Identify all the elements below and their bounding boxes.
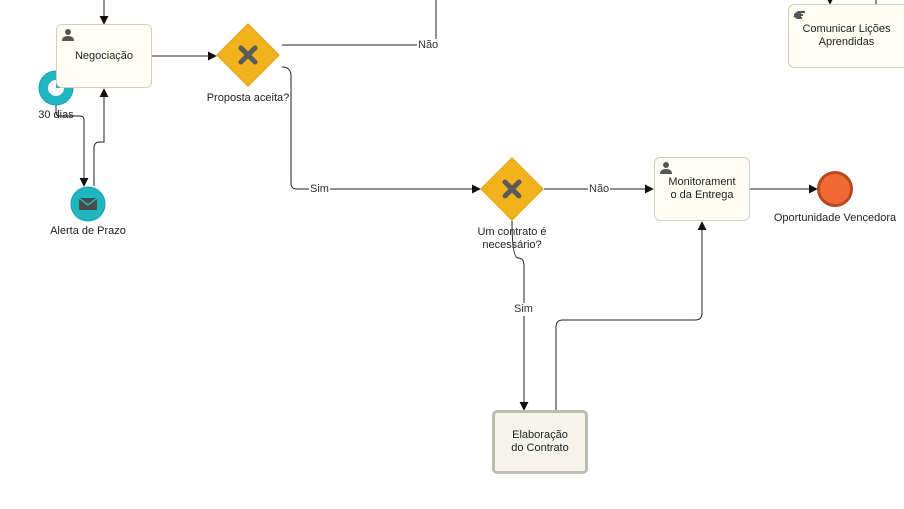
- user-icon: [62, 29, 74, 41]
- gateway-contrato-necessario[interactable]: [480, 157, 544, 221]
- task-monitoramento-line1: Monitorament: [668, 176, 736, 188]
- flow-label-sim-mid: Sim: [309, 183, 330, 196]
- task-negociacao[interactable]: Negociação: [56, 24, 152, 88]
- timer-event-label: 30 dias: [38, 109, 74, 121]
- envelope-icon: [78, 197, 98, 210]
- task-comunicar-licoes[interactable]: Comunicar Lições Aprendidas: [788, 4, 904, 68]
- exclusive-x-icon: [502, 179, 522, 199]
- flow-timer-to-alerta[interactable]: [55, 105, 89, 187]
- task-monitoramento-entrega[interactable]: Monitorament o da Entrega: [654, 157, 750, 221]
- flow-proposta-nao[interactable]: [282, 0, 437, 46]
- end-event-label: Oportunidade Vencedora: [773, 212, 897, 224]
- task-negociacao-label: Negociação: [74, 49, 134, 62]
- task-monitoramento-line2: o da Entrega: [670, 189, 734, 201]
- flow-alerta-to-negociacao[interactable]: [93, 88, 109, 186]
- flow-proposta-sim[interactable]: [281, 66, 481, 194]
- gateway-proposta-label: Proposta aceita?: [206, 92, 290, 104]
- end-event-oportunidade[interactable]: [817, 171, 853, 207]
- exclusive-x-icon: [238, 45, 258, 65]
- subprocess-elaboracao-line2: do Contrato: [511, 442, 569, 454]
- task-comunicar-line2: Aprendidas: [818, 36, 875, 48]
- task-comunicar-line1: Comunicar Lições: [802, 23, 891, 35]
- message-event-label: Alerta de Prazo: [50, 225, 126, 237]
- subprocess-elaboracao-line1: Elaboração: [512, 429, 568, 441]
- message-event-alerta[interactable]: [70, 186, 106, 222]
- gateway-contrato-label: Um contrato é necessário?: [462, 226, 562, 252]
- flow-label-sim-down: Sim: [513, 303, 534, 316]
- flow-elaboracao-to-monitoramento[interactable]: [555, 221, 707, 410]
- user-icon: [660, 162, 672, 174]
- hand-icon: [794, 11, 805, 19]
- gateway-contrato-line1: Um contrato é: [477, 226, 547, 238]
- gateway-contrato-line2: necessário?: [482, 239, 542, 251]
- flow-label-nao-mid: Não: [588, 183, 611, 196]
- gateway-proposta-aceita[interactable]: [216, 23, 280, 87]
- flow-label-nao-top: Não: [417, 39, 440, 52]
- flow-contrato-sim[interactable]: [511, 220, 529, 411]
- subprocess-elaboracao-contrato[interactable]: Elaboração do Contrato: [492, 410, 588, 474]
